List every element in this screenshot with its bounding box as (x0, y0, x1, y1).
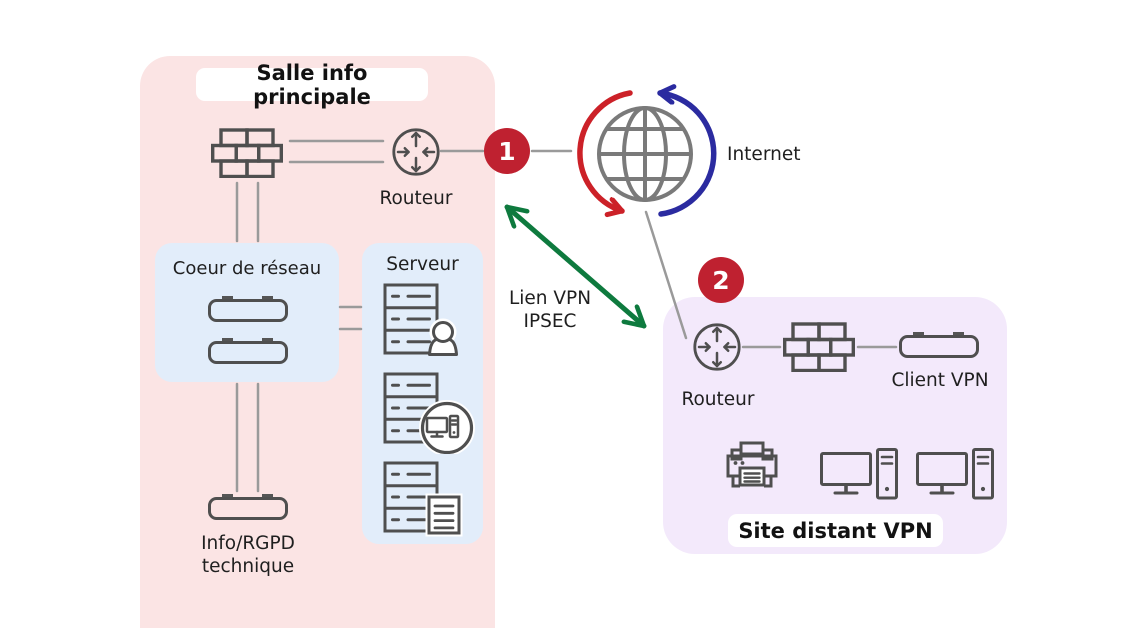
internet-label: Internet (727, 144, 801, 165)
step-badge-2: 2 (698, 257, 744, 303)
switch-icon-core-1 (208, 296, 288, 322)
badge-2-number: 2 (712, 265, 730, 295)
switch-icon-core-2 (208, 338, 288, 364)
server-region (362, 243, 483, 544)
server-icon-document (383, 461, 463, 537)
server-icon-user (383, 283, 459, 357)
router-main-label: Routeur (379, 188, 453, 209)
double-link-core-server (338, 305, 363, 331)
link-internet-remote-router (644, 210, 688, 340)
remote-site-title: Site distant VPN (728, 514, 943, 547)
double-link-firewall-core (235, 181, 260, 243)
router-icon-remote (692, 322, 742, 372)
main-room-title: Salle info principale (196, 61, 428, 109)
server-title: Serveur (386, 254, 459, 275)
vpn-link-label: Lien VPN IPSEC (508, 288, 592, 332)
internet-globe-icon (577, 80, 717, 228)
router-icon-main (391, 127, 441, 177)
badge-1-number: 1 (498, 136, 516, 166)
globe-icon (597, 106, 693, 202)
red-cycle-arrow (577, 90, 633, 211)
client-vpn-icon (899, 332, 979, 358)
technical-switch-label: Info/RGPD technique (201, 533, 295, 577)
double-link-firewall-router (288, 139, 385, 164)
router-remote-label: Routeur (681, 389, 755, 410)
computer-icon-1 (820, 448, 898, 500)
firewall-icon-remote (783, 322, 855, 372)
computer-icon-2 (916, 448, 994, 500)
blue-cycle-arrow (657, 93, 717, 217)
firewall-icon-main (211, 128, 283, 178)
client-vpn-label: Client VPN (891, 370, 989, 391)
step-badge-1: 1 (484, 128, 530, 174)
vpn-link-arrow (504, 204, 647, 329)
switch-icon-technical (208, 494, 288, 520)
server-icon-workstation (383, 372, 475, 454)
printer-icon (726, 441, 778, 493)
double-link-core-technical (235, 382, 260, 493)
core-network-region (155, 243, 339, 382)
core-network-title: Coeur de réseau (172, 258, 322, 279)
